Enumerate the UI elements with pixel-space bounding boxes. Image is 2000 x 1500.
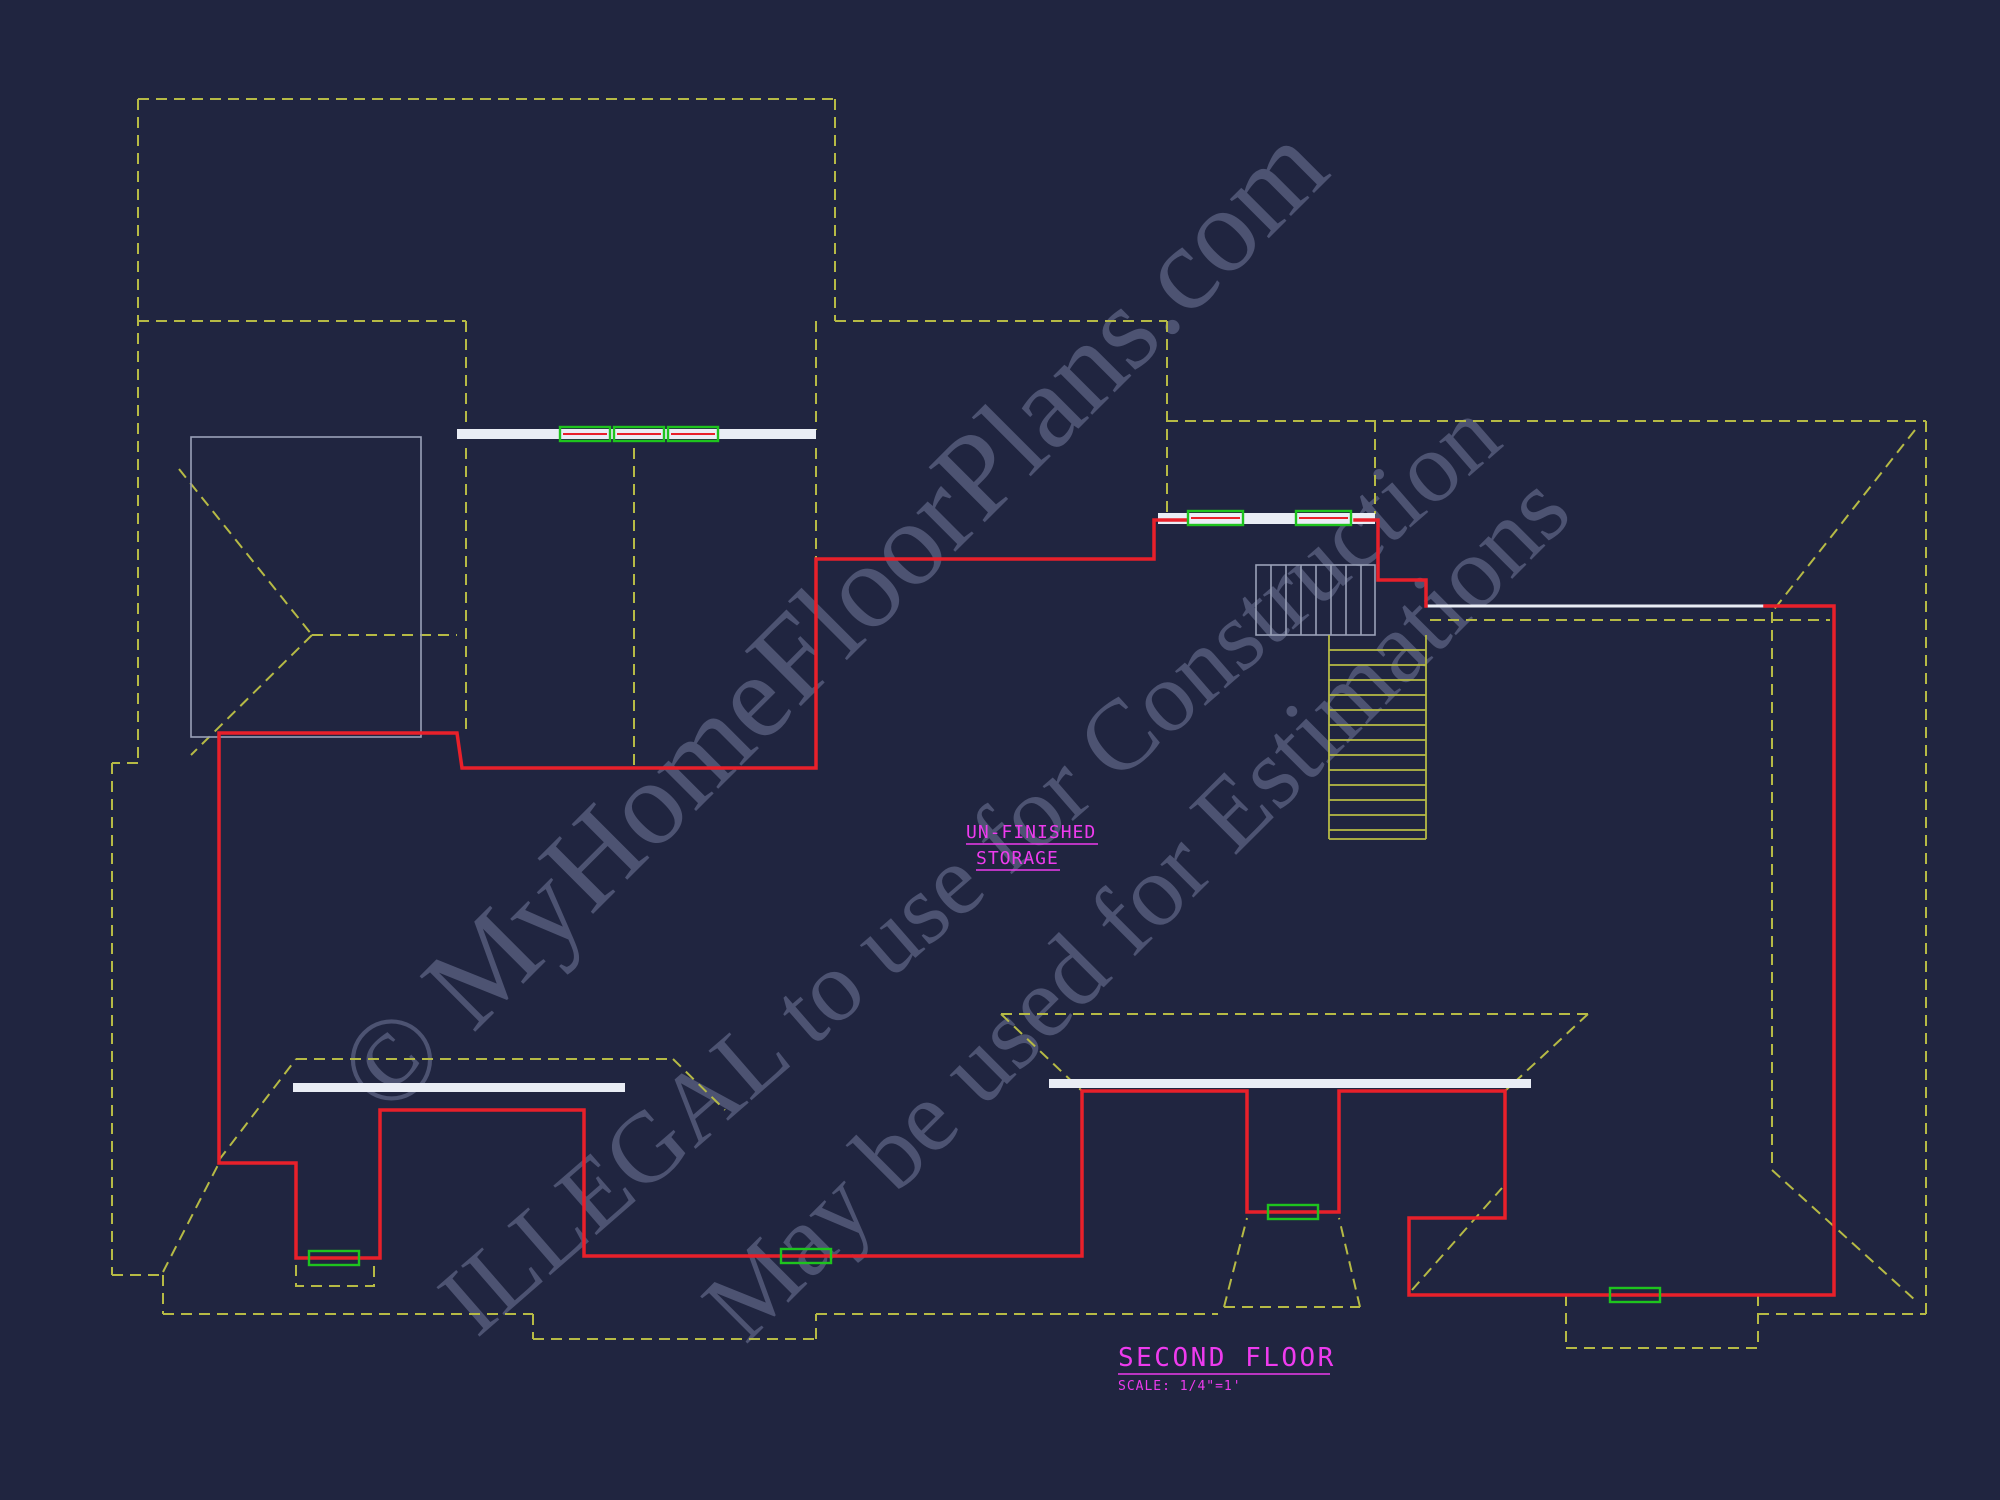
window-symbol [558, 425, 612, 443]
left-roof-plane-outline [190, 436, 422, 738]
label-underline-layer [966, 843, 1330, 1375]
plan-scale: SCALE: 1/4"=1' [1118, 1379, 1242, 1394]
room-label-line-2: STORAGE [976, 848, 1059, 869]
staircase [1328, 635, 1427, 840]
faint-linework-layer [190, 436, 1376, 738]
window-symbol [779, 1247, 833, 1265]
window-header-beam [1049, 1079, 1531, 1088]
room-label-line-1: UN-FINISHED [966, 822, 1096, 843]
window-glazing-layer [312, 433, 1657, 1296]
window-symbol [666, 425, 720, 443]
window-symbol [612, 425, 666, 443]
window-symbols-layer [307, 425, 1662, 1304]
wall-layer [217, 518, 1836, 1297]
window-symbol [1608, 1286, 1662, 1304]
window-header-beam [1158, 513, 1375, 524]
window-symbol [307, 1249, 361, 1267]
roof-outline-dashed [111, 98, 1927, 1349]
window-glazing-lines [312, 433, 1657, 1296]
label-layer: UN-FINISHED STORAGE SECOND FLOOR SCALE: … [966, 822, 1336, 1394]
window-symbol [1186, 509, 1245, 527]
plan-title: SECOND FLOOR [1118, 1343, 1336, 1373]
stair-upper-risers [1270, 565, 1362, 635]
window-symbol [1266, 1203, 1320, 1221]
label-underlines [966, 843, 1330, 1375]
roof-layer [111, 98, 1927, 1349]
exterior-walls-path [217, 518, 1836, 1297]
staircase-treads [1328, 635, 1427, 840]
window-symbol [1294, 509, 1353, 527]
window-header-beam [293, 1083, 625, 1092]
